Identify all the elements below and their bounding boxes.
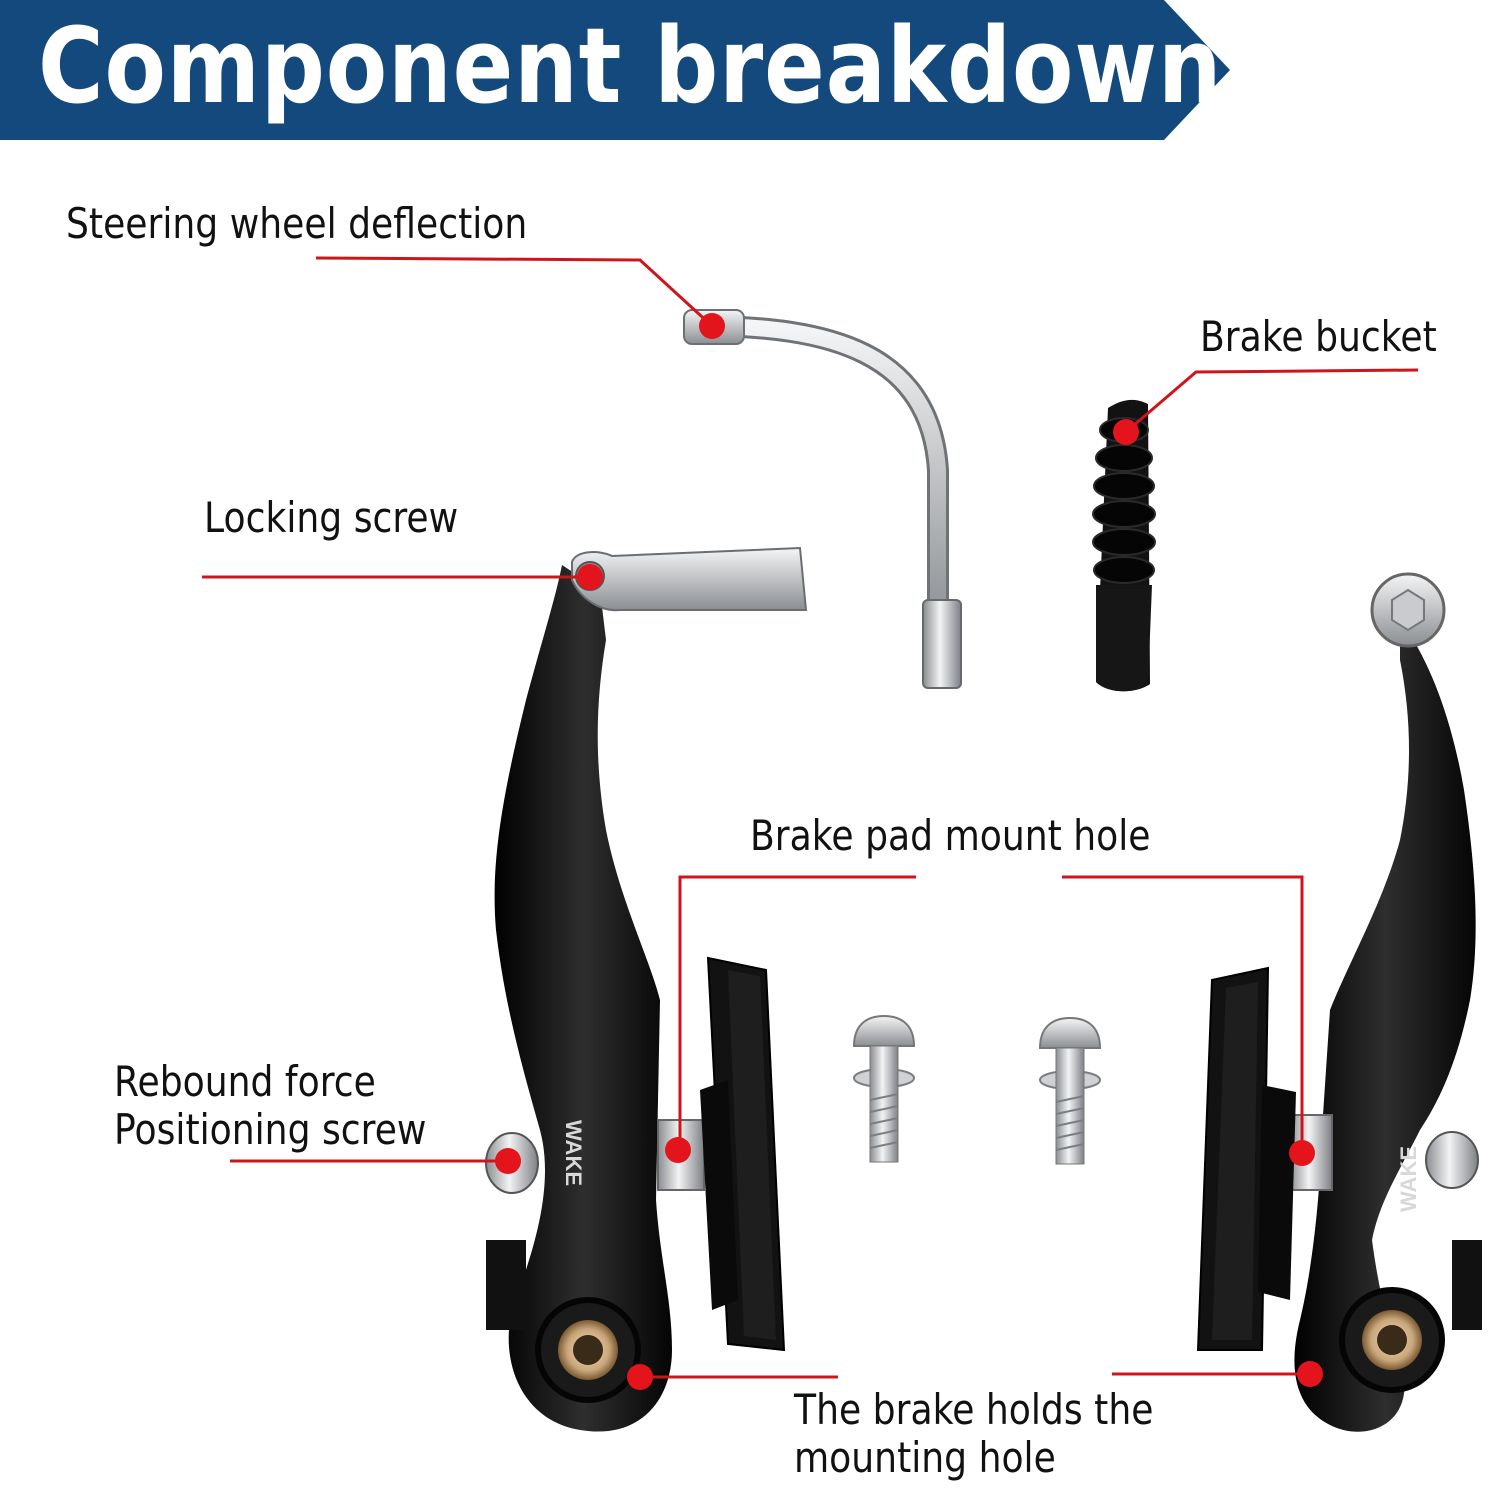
- cable-noodle: [683, 309, 962, 689]
- label-mounting-hole-line2: mounting hole: [794, 1433, 1056, 1482]
- page-title: Component breakdown: [38, 5, 1223, 127]
- leader-pad-hole-left: [678, 875, 916, 1150]
- mounting-bolt-right: [1038, 1016, 1102, 1165]
- leader-steering-wheel: [315, 256, 714, 328]
- right-brake-pad: [1196, 966, 1333, 1351]
- label-mounting-hole-line1: The brake holds the: [794, 1385, 1154, 1434]
- marker-dot: [665, 1137, 691, 1163]
- label-rebound-force: Rebound force Positioning screw: [114, 1058, 426, 1154]
- label-rebound-force-line1: Rebound force: [114, 1057, 376, 1106]
- marker-dot: [495, 1148, 521, 1174]
- arm-logo-left: WAKE: [561, 1120, 586, 1186]
- marker-dot: [577, 564, 603, 590]
- label-rebound-force-line2: Positioning screw: [114, 1105, 427, 1154]
- leader-lines: [202, 256, 1419, 1379]
- leader-pad-hole-right: [1062, 875, 1304, 1153]
- marker-dot: [699, 313, 725, 339]
- leader-brake-bucket: [1125, 368, 1419, 434]
- marker-dot: [1297, 1361, 1323, 1387]
- rubber-boot: [1092, 399, 1156, 692]
- header-banner: Component breakdown: [0, 0, 1232, 140]
- marker-dot: [627, 1364, 653, 1390]
- marker-dot: [1289, 1140, 1315, 1166]
- left-brake-arm: WAKE: [485, 565, 672, 1432]
- mounting-bolt-left: [852, 1014, 916, 1163]
- locking-lever: [571, 546, 808, 612]
- marker-dots: [495, 313, 1323, 1390]
- left-brake-pad: [657, 956, 786, 1352]
- label-locking-screw: Locking screw: [204, 493, 459, 542]
- label-brake-bucket: Brake bucket: [1200, 312, 1437, 361]
- banner-shape: [0, 0, 1230, 140]
- label-mounting-hole: The brake holds the mounting hole: [794, 1386, 1153, 1482]
- label-steering-wheel-deflection: Steering wheel deflection: [66, 199, 528, 248]
- right-brake-arm: WAKE: [1294, 572, 1482, 1432]
- arm-logo-right: WAKE: [1396, 1146, 1421, 1212]
- label-brake-pad-mount-hole: Brake pad mount hole: [750, 811, 1151, 860]
- marker-dot: [1113, 419, 1139, 445]
